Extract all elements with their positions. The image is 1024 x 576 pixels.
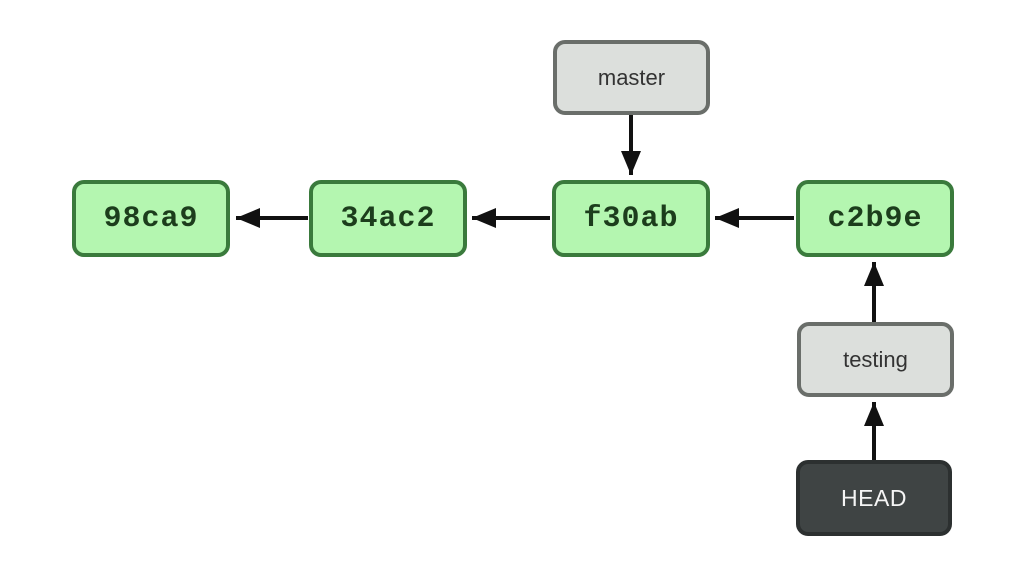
commit-node-c2b9e: c2b9e	[796, 180, 954, 257]
commit-node-34ac2: 34ac2	[309, 180, 467, 257]
head-node: HEAD	[796, 460, 952, 536]
branch-node-testing: testing	[797, 322, 954, 397]
head-label: HEAD	[841, 484, 907, 511]
commit-label: 34ac2	[340, 201, 436, 236]
branch-label: testing	[843, 346, 908, 372]
commit-node-f30ab: f30ab	[552, 180, 710, 257]
commit-label: c2b9e	[827, 201, 923, 236]
branch-node-master: master	[553, 40, 710, 115]
commit-label: f30ab	[583, 201, 679, 236]
commit-label: 98ca9	[103, 201, 199, 236]
commit-node-98ca9: 98ca9	[72, 180, 230, 257]
branch-label: master	[597, 64, 666, 90]
